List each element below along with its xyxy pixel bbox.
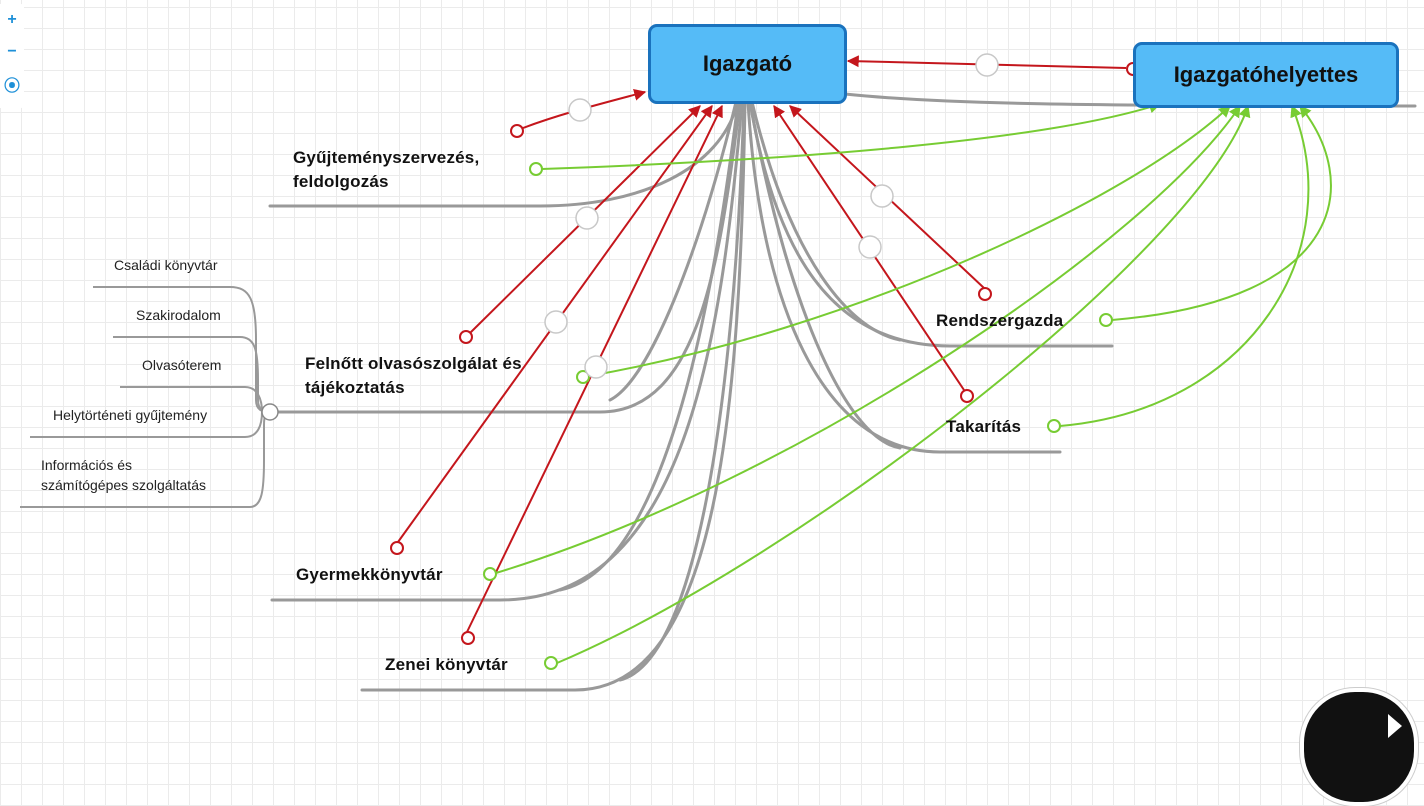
connector-music-b (618, 100, 746, 682)
mindmap-canvas (20, 53, 1417, 692)
sub-node-info-it-line2: számítógépes szolgáltatás (41, 477, 206, 493)
connector-children (270, 100, 744, 602)
sub-node-info-it[interactable]: Információs és számítógépes szolgáltatás (41, 455, 206, 495)
node-sysadmin[interactable]: Rendszergazda (936, 311, 1064, 330)
zoom-out-button[interactable]: − (0, 36, 24, 68)
node-cleaning[interactable]: Takarítás (946, 417, 1022, 436)
connector-collection (268, 100, 740, 208)
node-collection[interactable]: Gyűjteményszervezés, feldolgozás (293, 146, 479, 194)
zoom-in-button[interactable]: + (0, 4, 24, 36)
node-adult-service-line2: tájékoztatás (305, 378, 405, 397)
node-children[interactable]: Gyermekkönyvtár (296, 565, 443, 584)
green-links (495, 101, 1332, 664)
connector-children-b (558, 100, 740, 592)
sub-node-reading-room[interactable]: Olvasóterem (142, 357, 222, 373)
connector-adult (275, 100, 742, 414)
green-link-children (495, 105, 1241, 574)
zoom-controls: + − ⦿ (0, 4, 24, 108)
green-link-adult (588, 105, 1231, 377)
sub-branch-collapse-handle[interactable] (261, 403, 279, 421)
node-adult-service[interactable]: Felnőtt olvasószolgálat és tájékoztatás (305, 352, 522, 400)
connector-sysadmin-b (750, 100, 902, 342)
play-icon (1388, 714, 1402, 738)
target-icon: ⦿ (3, 78, 20, 95)
sub-node-info-it-line1: Információs és (41, 457, 133, 473)
center-view-button[interactable]: ⦿ (0, 68, 24, 100)
green-link-collection (541, 101, 1162, 170)
green-link-origins[interactable] (483, 162, 1113, 670)
minus-icon: − (7, 43, 17, 60)
green-link-music (556, 104, 1251, 664)
green-link-sysadmin (1111, 105, 1332, 321)
sub-node-family[interactable]: Családi könyvtár (114, 257, 218, 273)
connector-adult-b (608, 100, 738, 402)
node-music[interactable]: Zenei könyvtár (385, 655, 508, 674)
sub-node-special[interactable]: Szakirodalom (136, 307, 221, 323)
node-collection-line1: Gyűjteményszervezés, (293, 148, 480, 167)
tree-connectors (268, 92, 1417, 692)
node-deputy[interactable]: Igazgatóhelyettes (1133, 42, 1399, 108)
link-handles[interactable] (544, 53, 999, 379)
play-help-button[interactable] (1300, 688, 1418, 806)
node-director[interactable]: Igazgató (648, 24, 847, 104)
plus-icon: + (7, 11, 17, 28)
sub-node-local-history[interactable]: Helytörténeti gyűjtemény (53, 407, 208, 423)
connector-cleaning (746, 100, 1062, 454)
node-collection-line2: feldolgozás (293, 172, 389, 191)
connector-cleaning-b (748, 100, 902, 450)
node-adult-service-line1: Felnőtt olvasószolgálat és (305, 354, 522, 373)
green-link-cleaning (1059, 104, 1310, 427)
red-link-origins[interactable] (390, 62, 1140, 645)
